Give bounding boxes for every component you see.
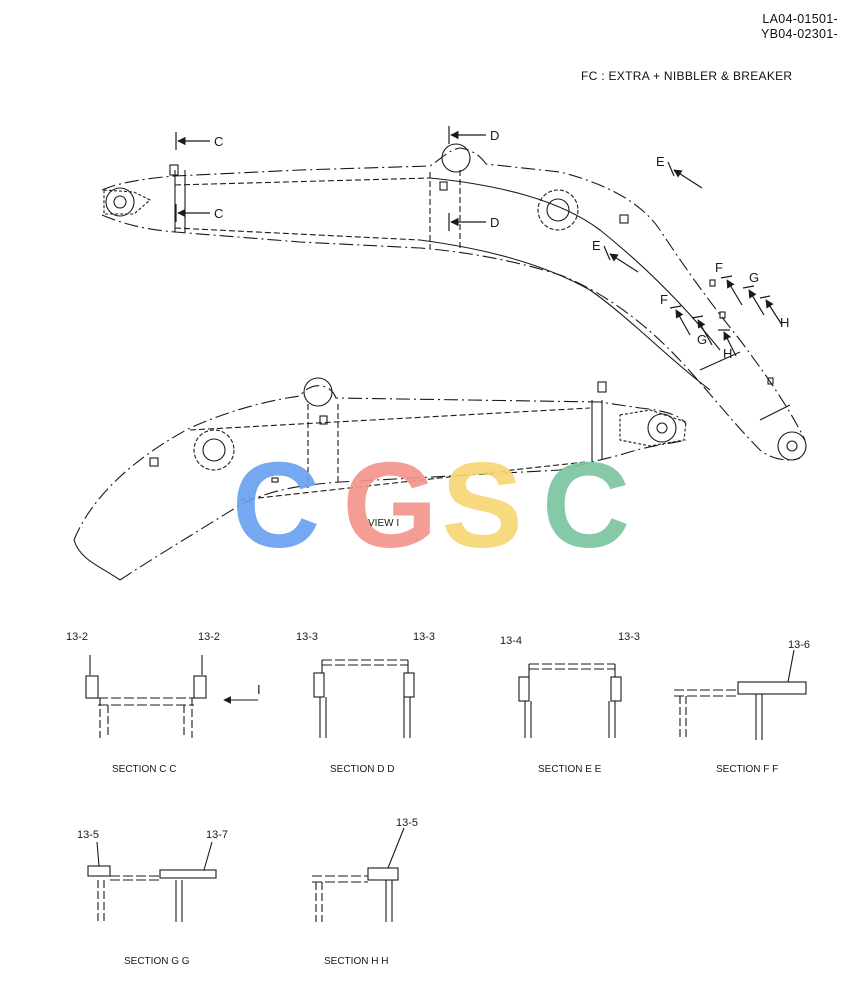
marker-c-bottom: C	[214, 206, 223, 221]
hh-part: 13-5	[396, 817, 418, 829]
section-markers	[175, 126, 783, 357]
marker-f-lower: F	[660, 292, 668, 307]
section-ee-title: SECTION E E	[538, 764, 602, 775]
ff-part: 13-6	[788, 639, 810, 651]
marker-e-top: E	[656, 154, 665, 169]
marker-g-lower: G	[697, 332, 707, 347]
gg-left-part: 13-5	[77, 829, 99, 841]
ee-right-part: 13-3	[618, 631, 640, 643]
dd-left-part: 13-3	[296, 631, 318, 643]
section-cc	[85, 655, 258, 738]
drawing-code-2: YB04-02301-	[761, 27, 838, 41]
section-dd	[313, 659, 415, 738]
view-i-label: VIEW I	[368, 518, 399, 529]
drawing-code-1: LA04-01501-	[762, 12, 838, 26]
cgsc-watermark: C G S C	[232, 437, 630, 573]
section-cc-title: SECTION C C	[112, 764, 176, 775]
section-ff	[674, 649, 807, 740]
marker-c-top: C	[214, 134, 223, 149]
boom-upper-view	[101, 143, 807, 461]
section-hh	[312, 827, 405, 922]
boom-lower-bottom-edge	[119, 439, 687, 581]
gg-right-part: 13-7	[206, 829, 228, 841]
watermark-letter-2: G	[343, 437, 438, 573]
marker-g-upper: G	[749, 270, 759, 285]
marker-d-top: D	[490, 128, 499, 143]
boom-upper-bottom-edge	[101, 214, 801, 461]
section-dd-title: SECTION D D	[330, 764, 394, 775]
cc-view-arrow-label: I	[257, 682, 261, 697]
section-gg-title: SECTION G G	[124, 956, 190, 967]
boom-lower-top-edge	[73, 385, 687, 541]
watermark-letter-3: S	[441, 437, 522, 573]
dd-right-part: 13-3	[413, 631, 435, 643]
marker-e-bottom: E	[592, 238, 601, 253]
marker-h-upper: H	[780, 315, 789, 330]
section-gg	[87, 841, 217, 922]
boom-lower-view	[73, 377, 687, 581]
marker-f-upper: F	[715, 260, 723, 275]
cc-left-part: 13-2	[66, 631, 88, 643]
marker-d-bottom: D	[490, 215, 499, 230]
marker-h-lower: H	[723, 346, 732, 361]
configuration-note: FC : EXTRA + NIBBLER & BREAKER	[581, 69, 793, 83]
section-hh-title: SECTION H H	[324, 956, 388, 967]
ee-left-part: 13-4	[500, 635, 522, 647]
section-ee	[518, 663, 622, 738]
cc-right-part: 13-2	[198, 631, 220, 643]
boom-upper-top-edge	[101, 147, 806, 441]
watermark-letter-1: C	[232, 437, 320, 573]
watermark-letter-4: C	[542, 437, 630, 573]
section-ff-title: SECTION F F	[716, 764, 778, 775]
